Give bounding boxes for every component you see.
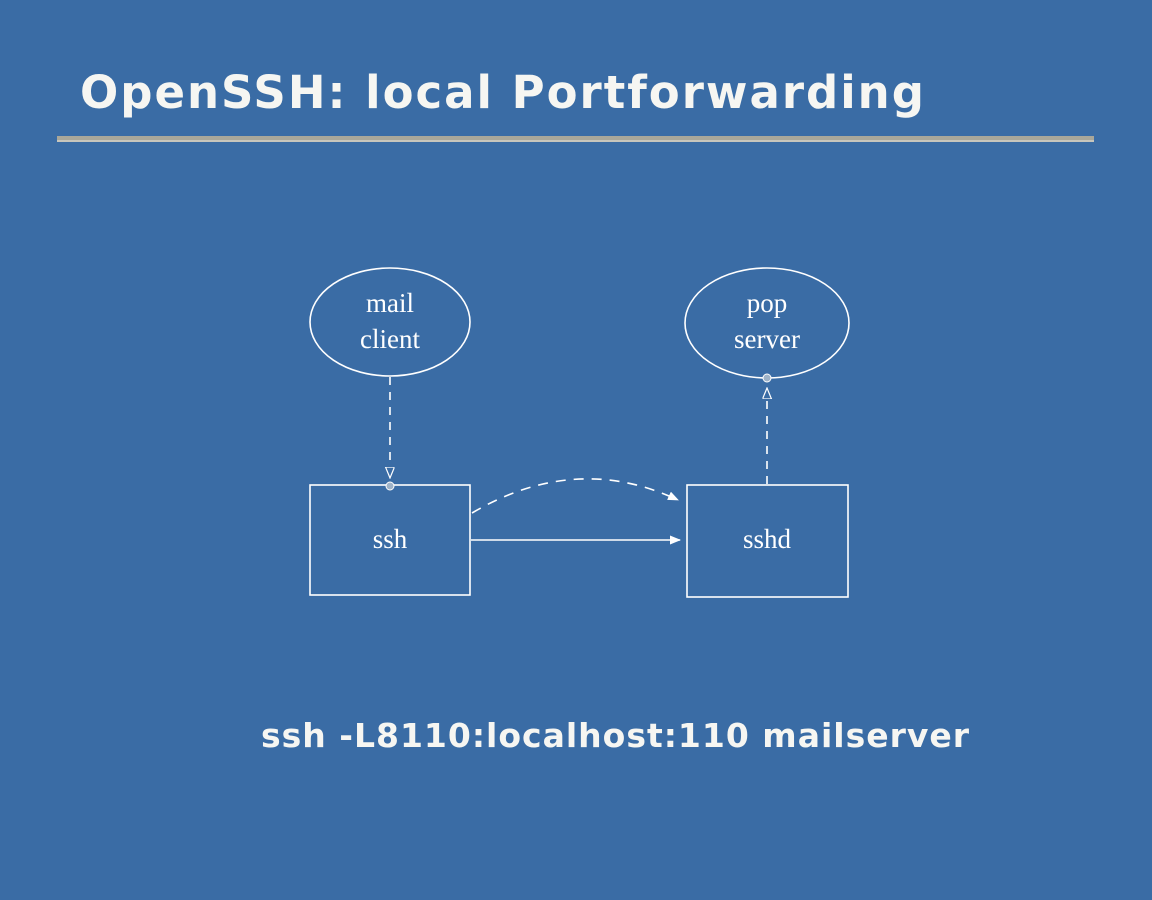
sshd-label: sshd — [743, 524, 792, 554]
mail-client-label-line1: mail — [366, 288, 414, 318]
edge-tunnel-ssh-to-sshd — [471, 478, 679, 514]
sshd-node — [686, 484, 849, 598]
title-underline-rule — [57, 136, 1094, 142]
mail-client-label-line2: client — [360, 324, 420, 354]
pop-server-label-line1: pop — [747, 288, 788, 318]
ssh-command-text: ssh -L8110:localhost:110 mailserver — [261, 716, 971, 755]
ssh-label: ssh — [373, 524, 408, 554]
slide-title: OpenSSH: local Portforwarding — [80, 66, 926, 119]
pop-server-label-line2: server — [734, 324, 800, 354]
pop-server-node — [684, 267, 850, 379]
mail-client-node — [309, 267, 471, 377]
pop-port-dot — [762, 373, 772, 383]
ssh-port-dot — [385, 481, 395, 491]
